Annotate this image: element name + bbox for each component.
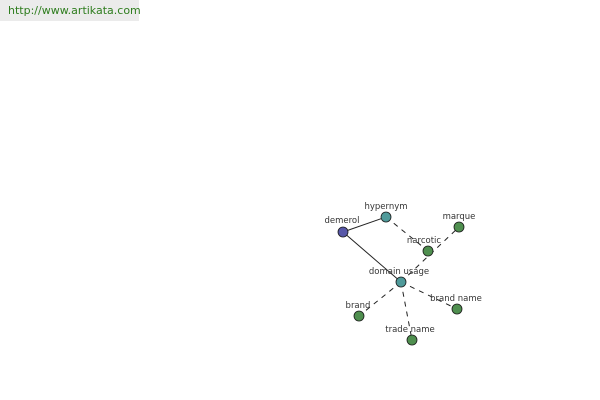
node-demerol[interactable] xyxy=(337,226,349,238)
node-label-brand[interactable]: brand xyxy=(346,301,371,311)
node-brand-name[interactable] xyxy=(451,303,463,315)
node-label-marque[interactable]: marque xyxy=(443,212,476,222)
site-url[interactable]: http://www.artikata.com xyxy=(0,0,141,21)
node-label-narcotic[interactable]: narcotic xyxy=(407,236,441,246)
node-label-hypernym[interactable]: hypernym xyxy=(364,202,407,212)
node-hypernym[interactable] xyxy=(380,211,392,223)
node-narcotic[interactable] xyxy=(422,245,434,257)
node-label-trade-name[interactable]: trade name xyxy=(385,325,434,335)
node-label-brand-name[interactable]: brand name xyxy=(430,294,482,304)
node-marque[interactable] xyxy=(453,221,465,233)
edge-demerol-domain-usage xyxy=(342,231,402,283)
node-label-demerol[interactable]: demerol xyxy=(324,216,359,226)
node-label-domain-usage[interactable]: domain usage xyxy=(369,267,429,277)
node-domain-usage[interactable] xyxy=(395,276,407,288)
graph-edges xyxy=(342,216,460,341)
edge-domain-usage-marque xyxy=(400,226,460,283)
node-brand[interactable] xyxy=(353,310,365,322)
node-trade-name[interactable] xyxy=(406,334,418,346)
edge-demerol-hypernym xyxy=(342,216,387,233)
edge-domain-usage-brand-name xyxy=(400,281,458,310)
graph-nodes xyxy=(337,211,465,346)
graph-labels: demerol hypernym domain usage narcotic marqu… xyxy=(324,202,481,335)
